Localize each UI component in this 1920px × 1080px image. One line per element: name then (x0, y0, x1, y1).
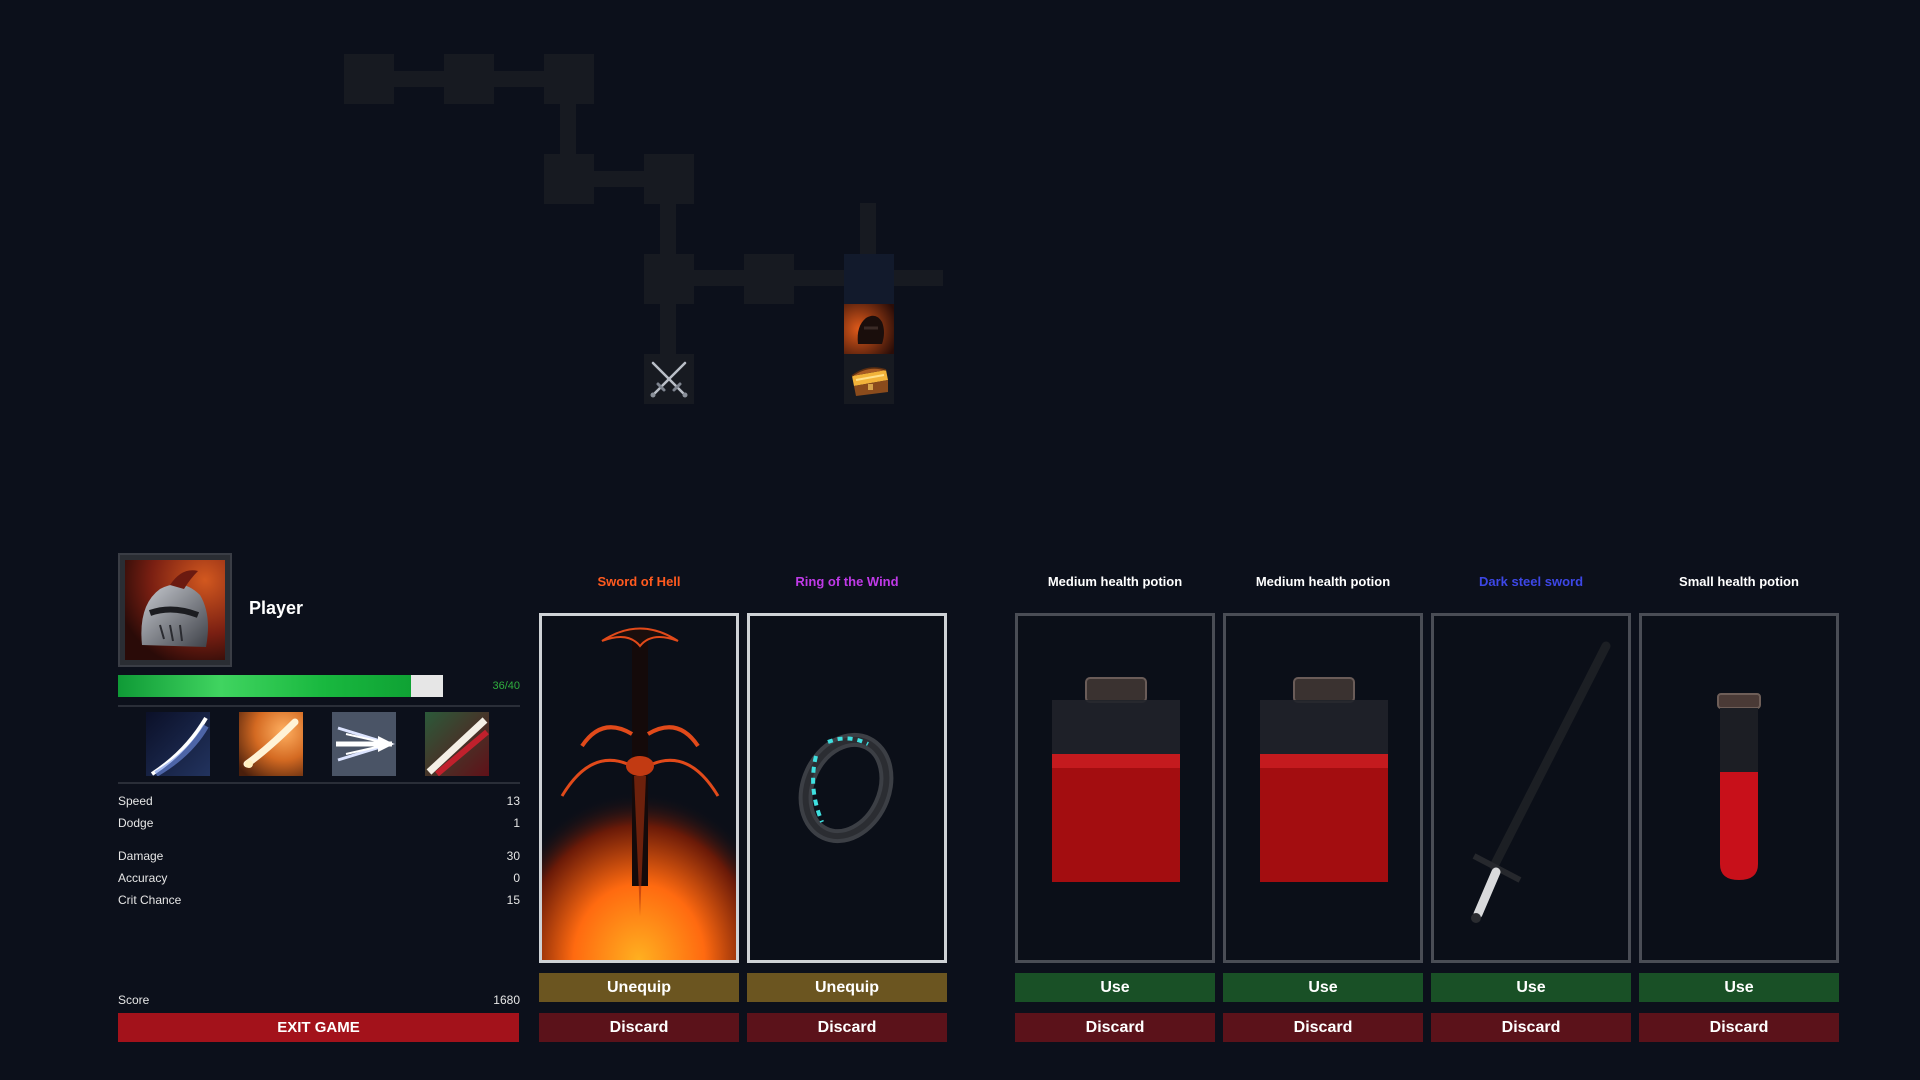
score-label: Score (118, 993, 150, 1007)
stat-label-damage: Damage (118, 849, 164, 863)
map-room (544, 154, 594, 204)
item-title-small-health-potion: Small health potion (1679, 574, 1799, 589)
health-text: 36/40 (492, 680, 520, 692)
map-corridor (660, 203, 676, 255)
inventory-item-card[interactable] (1639, 613, 1839, 963)
stat-value-accuracy: 0 (513, 871, 520, 885)
use-button[interactable]: Use (1431, 973, 1631, 1002)
map-corridor (860, 203, 876, 255)
unequip-button[interactable]: Unequip (539, 973, 739, 1002)
small-potion-icon (1717, 693, 1761, 880)
map-corridor (493, 71, 545, 87)
treasure-chest-icon (851, 367, 888, 396)
stat-label-dodge: Dodge (118, 816, 154, 830)
hell-sword-icon (542, 627, 736, 960)
map-room-enemy[interactable] (844, 304, 894, 354)
map-room (344, 54, 394, 104)
unequip-button[interactable]: Unequip (747, 973, 947, 1002)
item-title-sword-of-hell: Sword of Hell (597, 574, 681, 589)
skill-piercing-strike[interactable] (332, 712, 396, 776)
use-button[interactable]: Use (1015, 973, 1215, 1002)
stat-label-speed: Speed (118, 794, 153, 808)
bleed-strike-skill-icon (425, 712, 489, 777)
stat-value-damage: 30 (506, 849, 520, 863)
stat-value-crit-chance: 15 (506, 893, 520, 907)
medium-potion-icon (1260, 677, 1388, 882)
dark-steel-sword-icon (1471, 641, 1611, 923)
inventory-item-card[interactable] (1015, 613, 1215, 963)
skill-bleed-strike[interactable] (425, 712, 489, 777)
map-room (444, 54, 494, 104)
map-room-battle[interactable] (644, 354, 694, 404)
player-name: Player (249, 598, 304, 618)
stat-label-crit-chance: Crit Chance (118, 893, 182, 907)
stat-label-accuracy: Accuracy (118, 871, 168, 885)
player-portrait (118, 553, 232, 667)
map-room (644, 154, 694, 204)
item-title-medium-health-potion: Medium health potion (1047, 574, 1183, 589)
item-title-ring-of-the-wind: Ring of the Wind (795, 574, 899, 589)
health-bar-fill (118, 675, 411, 697)
rune-ring-icon (798, 732, 894, 844)
equipped-item-card[interactable] (539, 613, 739, 963)
map-room (644, 254, 694, 304)
exit-game-button[interactable]: EXIT GAME (118, 1013, 519, 1042)
map-corridor (393, 71, 445, 87)
item-title-dark-steel-sword: Dark steel sword (1478, 574, 1584, 589)
map-room (544, 54, 594, 104)
map-corridor (893, 270, 943, 286)
health-bar (118, 675, 443, 697)
use-button[interactable]: Use (1639, 973, 1839, 1002)
inventory-item-card[interactable] (1431, 613, 1631, 963)
discard-button[interactable]: Discard (747, 1013, 947, 1042)
stat-value-dodge: 1 (513, 816, 520, 830)
map-corridor (693, 270, 745, 286)
divider (118, 782, 520, 784)
discard-button[interactable]: Discard (1223, 1013, 1423, 1042)
discard-button[interactable]: Discard (1015, 1013, 1215, 1042)
skill-fire-strike[interactable] (239, 712, 303, 776)
use-button[interactable]: Use (1223, 973, 1423, 1002)
enemy-knight-icon (844, 304, 894, 354)
equipped-item-card[interactable] (747, 613, 947, 963)
map-corridor (660, 303, 676, 355)
crossed-swords-icon (650, 361, 688, 398)
stat-value-speed: 13 (506, 794, 520, 808)
fire-strike-skill-icon (239, 712, 303, 776)
map-room-treasure[interactable] (844, 354, 894, 404)
piercing-strike-skill-icon (332, 712, 396, 776)
skill-slash[interactable] (146, 712, 210, 777)
item-title-medium-health-potion: Medium health potion (1255, 574, 1391, 589)
map-corridor (560, 103, 576, 155)
map-corridor (793, 270, 845, 286)
map-room-current (844, 254, 894, 304)
knight-helmet-icon (125, 560, 225, 660)
inventory-item-card[interactable] (1223, 613, 1423, 963)
discard-button[interactable]: Discard (1431, 1013, 1631, 1042)
map-corridor (593, 171, 645, 187)
score-value: 1680 (493, 993, 520, 1007)
medium-potion-icon (1052, 677, 1180, 882)
divider (118, 705, 520, 707)
slash-skill-icon (146, 712, 210, 777)
map-room (744, 254, 794, 304)
discard-button[interactable]: Discard (1639, 1013, 1839, 1042)
discard-button[interactable]: Discard (539, 1013, 739, 1042)
